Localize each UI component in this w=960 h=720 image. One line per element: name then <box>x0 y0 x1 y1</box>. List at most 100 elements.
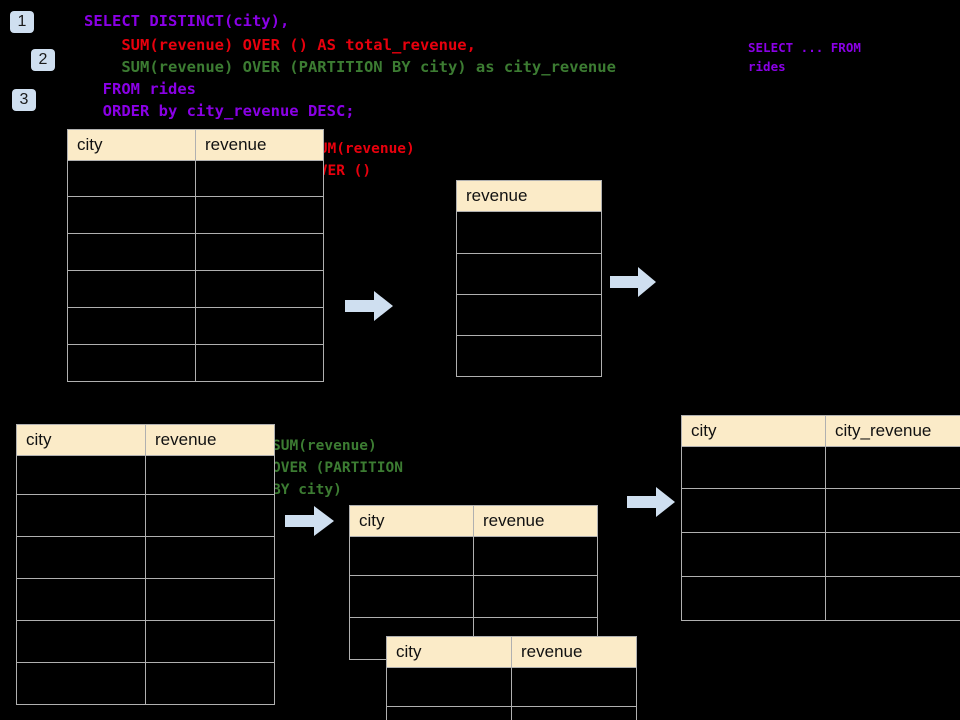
table-row <box>386 667 637 707</box>
table-row <box>67 160 324 197</box>
table-cell <box>195 160 324 197</box>
side-note-select-from-rides-line1: SELECT ... FROM <box>748 40 861 55</box>
table-row <box>67 307 324 345</box>
step-badge-3: 3 <box>12 89 36 111</box>
sql-line-from: FROM rides <box>84 80 196 98</box>
table-header-row: city revenue <box>67 129 324 161</box>
table-cell <box>456 294 602 336</box>
table-cell <box>511 667 637 707</box>
table-cell <box>145 494 275 537</box>
table-cell <box>825 488 960 533</box>
arrow-source-to-partition <box>285 506 334 536</box>
sql-line-city-revenue: SUM(revenue) OVER (PARTITION BY city) as… <box>84 58 616 76</box>
table-row <box>16 494 275 537</box>
table-cell <box>145 536 275 579</box>
table-cell <box>145 455 275 495</box>
table-cell <box>825 532 960 577</box>
table-cell <box>195 233 324 271</box>
column-header-revenue: revenue <box>511 636 637 668</box>
table-cell <box>681 576 826 621</box>
step-badge-2: 2 <box>31 49 55 71</box>
annotation-city-revenue: SUM(revenue) OVER (PARTITION BY city) <box>272 438 403 498</box>
table-cell <box>456 211 602 254</box>
column-header-revenue: revenue <box>456 180 602 212</box>
column-header-city: city <box>349 505 474 537</box>
table-cell <box>386 667 512 707</box>
table-cell <box>681 446 826 489</box>
table-row <box>681 576 960 621</box>
table-row <box>386 706 637 720</box>
table-row <box>16 662 275 705</box>
sql-line-total-revenue: SUM(revenue) OVER () AS total_revenue, <box>84 36 476 54</box>
table-cell <box>456 335 602 377</box>
table-cell <box>386 706 512 720</box>
table-cell <box>195 196 324 234</box>
table-cell <box>456 253 602 295</box>
table-header-row: city revenue <box>386 636 637 668</box>
rides-source-table-partitioned: city revenue <box>16 424 275 705</box>
table-cell <box>67 270 196 308</box>
rides-source-table: city revenue <box>67 129 324 382</box>
column-header-city-revenue: city_revenue <box>825 415 960 447</box>
table-row <box>16 536 275 579</box>
table-cell <box>825 446 960 489</box>
table-row <box>16 620 275 663</box>
table-row <box>456 211 602 254</box>
table-header-row: revenue <box>456 180 602 212</box>
step-badge-1: 1 <box>10 11 34 33</box>
table-header-row: city revenue <box>349 505 598 537</box>
table-row <box>681 532 960 577</box>
table-row <box>456 294 602 336</box>
side-note-select-from-rides-line2: rides <box>748 59 786 74</box>
table-cell <box>349 536 474 576</box>
table-row <box>67 196 324 234</box>
table-header-row: city city_revenue <box>681 415 960 447</box>
table-cell <box>145 662 275 705</box>
table-cell <box>67 344 196 382</box>
table-cell <box>67 160 196 197</box>
table-row <box>456 253 602 295</box>
arrow-partition-to-result <box>627 487 675 517</box>
column-header-city: city <box>386 636 512 668</box>
table-cell <box>473 575 598 618</box>
table-cell <box>16 662 146 705</box>
table-row <box>349 575 598 618</box>
sql-line-order-by: ORDER by city_revenue DESC; <box>84 102 355 120</box>
table-cell <box>67 196 196 234</box>
table-cell <box>473 536 598 576</box>
table-cell <box>145 620 275 663</box>
table-cell <box>16 620 146 663</box>
column-header-city: city <box>16 424 146 456</box>
total-revenue-table: revenue <box>456 180 602 377</box>
arrow-source-to-total <box>345 291 393 321</box>
result-table: city city_revenue <box>681 415 960 621</box>
table-cell <box>16 578 146 621</box>
table-cell <box>16 455 146 495</box>
column-header-city: city <box>67 129 196 161</box>
table-cell <box>195 270 324 308</box>
sql-line-select-distinct: SELECT DISTINCT(city), <box>84 12 290 30</box>
table-cell <box>681 488 826 533</box>
table-header-row: city revenue <box>16 424 275 456</box>
table-cell <box>145 578 275 621</box>
table-cell <box>195 344 324 382</box>
table-row <box>349 536 598 576</box>
table-cell <box>349 575 474 618</box>
table-cell <box>195 307 324 345</box>
annotation-total-revenue: SUM(revenue) OVER () <box>310 141 415 179</box>
table-cell <box>16 494 146 537</box>
table-row <box>681 488 960 533</box>
partition-group-table-front: city revenue <box>386 636 637 720</box>
table-row <box>681 446 960 489</box>
table-cell <box>681 532 826 577</box>
table-row <box>16 455 275 495</box>
column-header-revenue: revenue <box>473 505 598 537</box>
table-row <box>67 344 324 382</box>
table-cell <box>67 233 196 271</box>
column-header-revenue: revenue <box>145 424 275 456</box>
arrow-total-to-result <box>610 267 656 297</box>
table-row <box>67 270 324 308</box>
table-row <box>67 233 324 271</box>
table-cell <box>511 706 637 720</box>
